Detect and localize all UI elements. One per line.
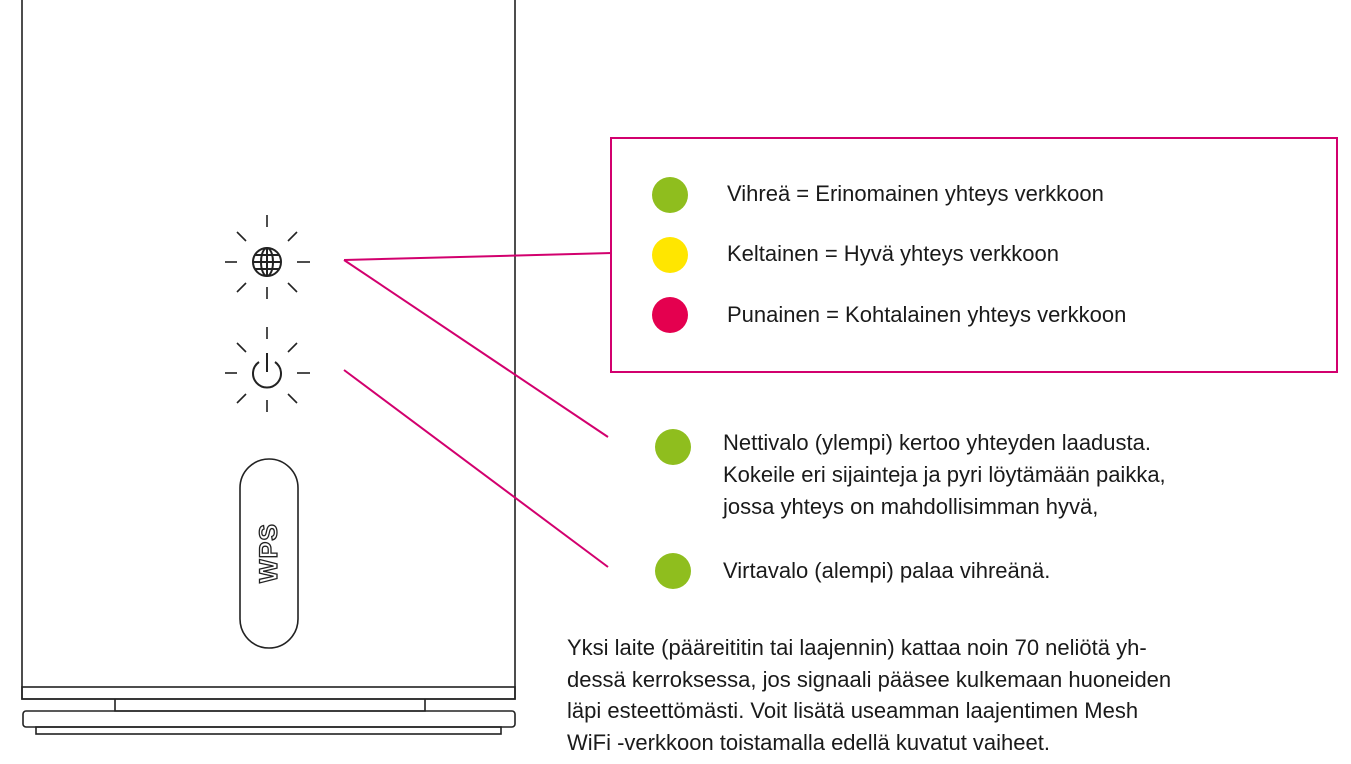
legend-label-red: Punainen = Kohtalainen yhteys verkkoon: [727, 302, 1127, 327]
legend-label-yellow: Keltainen = Hyvä yhteys verkkoon: [727, 241, 1060, 266]
router-bottom-band: [21, 686, 516, 700]
legend-dot-red: [652, 297, 688, 333]
router-base-foot: [35, 726, 502, 735]
router-base: [22, 710, 516, 728]
paragraph-line: dessä kerroksessa, jos signaali pääsee k…: [567, 666, 1172, 692]
wps-button-label: WPS: [255, 523, 283, 583]
light-color-legend: [610, 137, 1338, 373]
legend-label-green: Vihreä = Erinomainen yhteys verkkoon: [727, 181, 1104, 206]
power-light: [225, 327, 310, 412]
globe-to-net-light-line: [343, 259, 609, 438]
globe-to-legend-line: [343, 252, 613, 261]
legend-dot-green: [652, 177, 688, 213]
globe-light: [225, 215, 310, 299]
router-stand: [114, 699, 426, 712]
legend-dot-yellow: [652, 237, 688, 273]
power-light-dot: [655, 553, 691, 589]
router-body: [21, 0, 516, 700]
power-icon: [252, 353, 282, 389]
net-light-description: Nettivalo (ylempi) kertoo yhteyden laadu…: [723, 427, 1166, 523]
coverage-paragraph: Yksi laite (pääreititin tai laajennin) k…: [567, 632, 1171, 758]
net-light-line: jossa yhteys on mahdollisimman hyvä,: [723, 494, 1099, 519]
globe-icon: [252, 247, 282, 277]
power-light-description: Virtavalo (alempi) palaa vihreänä.: [723, 558, 1051, 583]
power-to-power-light-line: [343, 369, 609, 568]
net-light-dot: [655, 429, 691, 465]
net-light-line: Kokeile eri sijainteja ja pyri löytämään…: [723, 462, 1166, 487]
paragraph-line: WiFi -verkkoon toistamalla edellä kuvatu…: [567, 729, 1050, 755]
net-light-line: Nettivalo (ylempi) kertoo yhteyden laadu…: [723, 430, 1151, 455]
paragraph-line: Yksi laite (pääreititin tai laajennin) k…: [567, 635, 1147, 660]
wps-button: [239, 458, 299, 649]
paragraph-line: läpi esteettömästi. Voit lisätä useamman…: [567, 698, 1139, 723]
